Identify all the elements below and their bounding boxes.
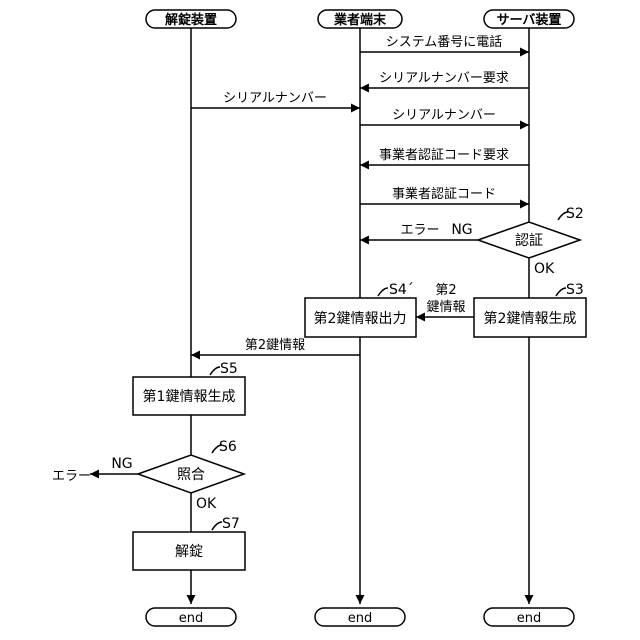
branch-s6-ok: OK: [196, 496, 217, 512]
message-second-key-to-lock: 第2鍵情報: [191, 337, 360, 355]
branch-s2-ng: NG: [451, 222, 472, 238]
message-label-second-key-line2: 鍵情報: [426, 299, 465, 315]
process-s7: 解錠: [133, 532, 245, 570]
message-label-auth-code: 事業者認証コード: [392, 186, 496, 202]
lane-label-server: サーバ装置: [497, 12, 562, 28]
message-label-auth-code-request: 事業者認証コード要求: [379, 147, 509, 163]
message-serial-to-server: シリアルナンバー: [360, 108, 529, 125]
message-label-serial-from-lock: シリアルナンバー: [223, 91, 327, 106]
process-s5-label: 第1鍵情報生成: [143, 388, 236, 405]
step-leader-s5: [210, 367, 220, 375]
decision-s6-label: 照合: [177, 467, 205, 483]
step-label-s5: S5: [220, 361, 238, 377]
lane-label-lock-device: 解錠装置: [164, 12, 217, 28]
message-second-key-to-terminal: 第2 鍵情報: [416, 283, 474, 317]
end-label-lock-device: end: [179, 611, 204, 626]
step-label-s4: S4´: [389, 282, 414, 298]
decision-s2-label: 認証: [515, 233, 543, 249]
message-label-error-to-terminal: エラー: [400, 223, 439, 238]
message-label-second-key-to-lock: 第2鍵情報: [245, 337, 305, 353]
message-label-error-out: エラー: [52, 469, 91, 484]
message-system-call: システム番号に電話: [360, 34, 529, 52]
lane-header-vendor-terminal: 業者端末: [318, 10, 402, 28]
end-terminal-server: end: [484, 608, 574, 626]
message-label-second-key-line1: 第2: [435, 283, 456, 298]
end-terminal-vendor-terminal: end: [315, 608, 405, 626]
end-label-vendor-terminal: end: [348, 611, 373, 626]
decision-s2: 認証: [478, 222, 580, 258]
decision-s6: 照合: [138, 455, 244, 493]
message-label-system-call: システム番号に電話: [386, 34, 503, 50]
message-label-serial-request: シリアルナンバー要求: [379, 71, 509, 86]
end-terminal-lock-device: end: [146, 608, 236, 626]
process-s4: 第2鍵情報出力: [305, 298, 416, 337]
step-leader-s3: [556, 288, 566, 296]
step-label-s2: S2: [566, 206, 584, 222]
step-label-s7: S7: [222, 516, 240, 532]
step-label-s3: S3: [566, 282, 584, 298]
message-serial-request: シリアルナンバー要求: [360, 71, 529, 88]
step-leader-s7: [212, 522, 222, 530]
process-s5: 第1鍵情報生成: [133, 377, 245, 415]
step-leader-s4: [378, 288, 388, 296]
message-auth-code: 事業者認証コード: [360, 186, 529, 204]
lane-header-lock-device: 解錠装置: [146, 10, 236, 28]
end-label-server: end: [517, 611, 542, 626]
branch-s2-ok: OK: [534, 261, 555, 277]
step-label-s6: S6: [219, 439, 237, 455]
process-s3-label: 第2鍵情報生成: [484, 310, 577, 327]
message-serial-from-lock: シリアルナンバー: [191, 91, 360, 108]
lane-label-vendor-terminal: 業者端末: [333, 12, 387, 28]
process-s4-label: 第2鍵情報出力: [314, 310, 407, 327]
message-auth-code-request: 事業者認証コード要求: [360, 147, 529, 165]
message-label-serial-to-server: シリアルナンバー: [392, 108, 496, 123]
process-s3: 第2鍵情報生成: [474, 298, 586, 337]
branch-s6-ng: NG: [111, 456, 132, 472]
process-s7-label: 解錠: [175, 544, 203, 560]
lane-header-server: サーバ装置: [484, 10, 574, 28]
